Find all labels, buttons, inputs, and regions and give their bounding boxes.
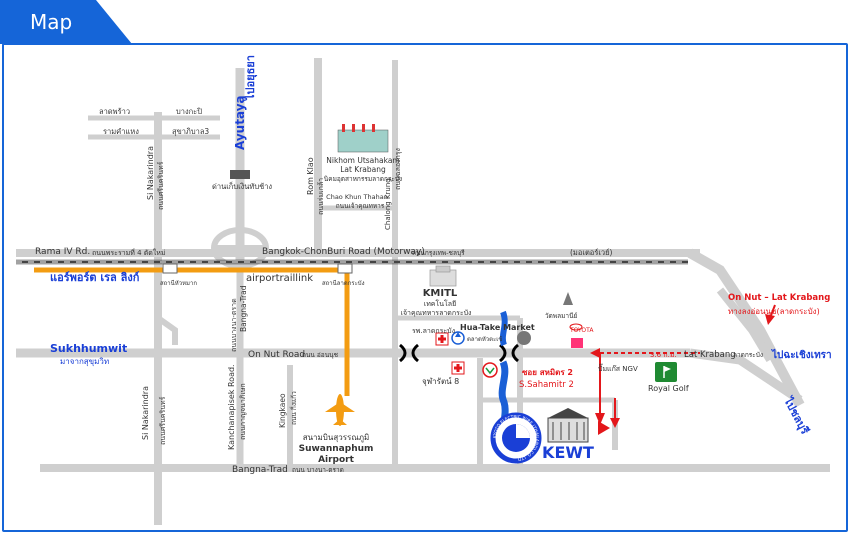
label-soi-sahamitr-th: ซอย สหมิตร 2 xyxy=(522,368,573,377)
factory-icon xyxy=(337,124,389,153)
label-royal-golf: Royal Golf xyxy=(648,384,689,393)
label-kmitl: KMITL xyxy=(423,288,458,299)
label-on-nut-lk-2: ทางลงอ่อนนุช(ลาดกระบัง) xyxy=(728,307,820,316)
arrow-down-icon xyxy=(595,413,605,425)
temple-icon xyxy=(563,292,573,305)
label-hua-mak-station: สถานีหัวหมาก xyxy=(160,279,197,287)
label-bangkok-chonburi: Bangkok-ChonBuri Road (Motorway) xyxy=(262,247,425,257)
label-to-chachoengsao: ไปฉะเชิงเทรา xyxy=(771,348,832,361)
label-chao-khun-th: ถนนเจ้าคุณทหาร xyxy=(336,202,385,210)
label-bangkok-chonburi-th: ถนนกรุงเทพ-ชลบุรี xyxy=(412,249,465,257)
label-lat-krabang: Lat Krabang xyxy=(684,350,736,360)
label-toll: ด่านเก็บเงินทับช้าง xyxy=(212,181,272,191)
airport-rail-link xyxy=(34,267,350,396)
road-motorway-east xyxy=(687,248,805,408)
label-rom-klao-th: ถนนร่มเกล้า xyxy=(317,178,325,215)
label-airport-en-1: Suwannaphum xyxy=(299,444,374,454)
exit-arrow-icon xyxy=(765,314,775,325)
label-chao-khun: Chao Khun Thahan xyxy=(326,193,388,201)
label-hospital: รพ.ลาดกระบัง xyxy=(412,327,455,335)
label-wat: วัดพลมานีย์ xyxy=(545,312,578,320)
toll-gate-icon xyxy=(230,170,250,179)
label-kanchanapisek-th: ถนนกาญจนาภิเษก xyxy=(239,383,247,440)
company-logo xyxy=(490,412,542,464)
store-icon xyxy=(482,362,498,378)
label-airport-th: สนามบินสุวรรณภูมิ xyxy=(303,433,370,443)
label-to-chonburi: ไปชลบุรี xyxy=(780,393,813,437)
destination-arrow-icon xyxy=(598,421,610,435)
label-airport-rail-link-th: แอร์พอร์ต เรล ลิงก์ xyxy=(50,271,140,284)
label-sukhumvit-th: มาจากสุขุมวิท xyxy=(60,357,109,366)
airplane-icon xyxy=(325,394,355,426)
arrow-left-icon xyxy=(590,348,600,358)
label-bang-kapi: บางกะปิ xyxy=(176,107,202,116)
label-toyota: TOYOTA xyxy=(569,327,594,334)
label-chalong-krung-th: ถนนฉลองกรุง xyxy=(394,148,402,190)
label-ayutaya: Ayutaya xyxy=(233,95,247,150)
label-soi8: จุฬารัตน์ 8 xyxy=(422,376,459,386)
label-si-nakarindra-bottom: Si Nakarindra xyxy=(141,386,150,440)
kewt-building-icon xyxy=(547,408,589,443)
station-icon xyxy=(162,263,353,274)
label-hua-take-th: ตลาดหัวตะเข้ xyxy=(467,336,502,343)
label-on-nut-lk-1: On Nut – Lat Krabang xyxy=(728,293,830,303)
label-airport-rail-link: airportraillink xyxy=(246,273,313,284)
label-kingkaeo-th: ถนน กิ่งแก้ว xyxy=(289,391,298,425)
label-chalong-krung: Chalong Krung xyxy=(384,178,392,230)
label-rama4-th: ถนนพระรามที่ 4 ตัดใหม่ xyxy=(92,248,166,257)
rail-line xyxy=(16,259,688,265)
label-ayutaya-th: ไปอยุธยา xyxy=(243,55,258,102)
label-distance: 3.6 ก.ม. xyxy=(650,351,677,359)
route-to-kewt xyxy=(599,352,700,420)
toyota-icon xyxy=(569,323,583,348)
label-sukhapiban3: สุขาภิบาล3 xyxy=(172,127,209,136)
label-nikhom-lk: Lat Krabang xyxy=(340,165,386,174)
label-lat-krabang-station: สถานีลาดกระบัง xyxy=(322,279,365,287)
label-lat-krabang-th: ลาดกระบัง xyxy=(733,351,763,359)
label-nikhom-th: นิคมอุตสาหกรรมลาดกระบัง xyxy=(324,175,402,183)
label-lat-phrao: ลาดพร้าว xyxy=(99,107,130,116)
label-hua-take: Hua-Take Market xyxy=(460,323,535,332)
road-lat-krabang-east xyxy=(689,348,803,404)
label-on-nut-th: ถนน อ่อนนุช xyxy=(302,351,339,359)
label-si-nakarindra-top: Si Nakarindra xyxy=(146,146,155,200)
label-kewt: KEWT xyxy=(542,443,594,462)
label-ramkhamhaeng: รามคำแหง xyxy=(103,127,139,136)
label-airport-en-2: Airport xyxy=(318,455,355,465)
market-icon xyxy=(451,331,531,345)
label-bangna-trad-th: ถนน บางนา-ตราด xyxy=(292,466,344,474)
label-ngv: ปั๊มแก๊ส NGV xyxy=(598,363,638,373)
map-frame xyxy=(2,43,848,532)
golf-icon xyxy=(655,362,677,382)
label-si-nakarindra-bottom-th: ถนนศรีนครินทร์ xyxy=(159,396,167,445)
label-motorway-th: (มอเตอร์เวย์) xyxy=(570,248,613,257)
map-title: Map xyxy=(30,10,73,34)
label-rama4: Rama IV Rd. xyxy=(35,247,90,257)
label-s-sahamitr: S.Sahamitr 2 xyxy=(519,380,574,390)
label-kmitl-th-2: เจ้าคุณทหารลาดกระบัง xyxy=(401,309,472,317)
road-ramp xyxy=(716,287,774,363)
label-sukhumvit: Sukhhumwit xyxy=(50,342,127,355)
label-kanchanapisek: Kanchanapisek Road. xyxy=(227,364,236,450)
kmitl-building-icon xyxy=(429,265,457,287)
canal-icon xyxy=(499,310,508,347)
label-kingkaeo: Kingkaeo xyxy=(278,393,287,428)
label-bangna-trad-vertical-th: ถนนบางนา-ตราด xyxy=(230,298,238,352)
hospital-icon xyxy=(435,332,465,375)
label-on-nut: On Nut Road xyxy=(248,350,305,360)
label-si-nakarindra-top-th: ถนนศรีนครินทร์ xyxy=(157,161,165,210)
road-network xyxy=(16,58,830,525)
label-bangna-trad-vertical: Bangna-Trad xyxy=(239,285,248,332)
underpass-icon xyxy=(399,343,519,363)
label-bangna-trad: Bangna-Trad xyxy=(232,465,288,475)
label-rom-klao: Rom Klao xyxy=(306,157,315,195)
label-kmitl-th-1: เทคโนโลยี xyxy=(424,299,456,308)
label-nikhom: Nikhom Utsahakam xyxy=(326,156,399,165)
arrow-down-icon-2 xyxy=(610,418,620,428)
